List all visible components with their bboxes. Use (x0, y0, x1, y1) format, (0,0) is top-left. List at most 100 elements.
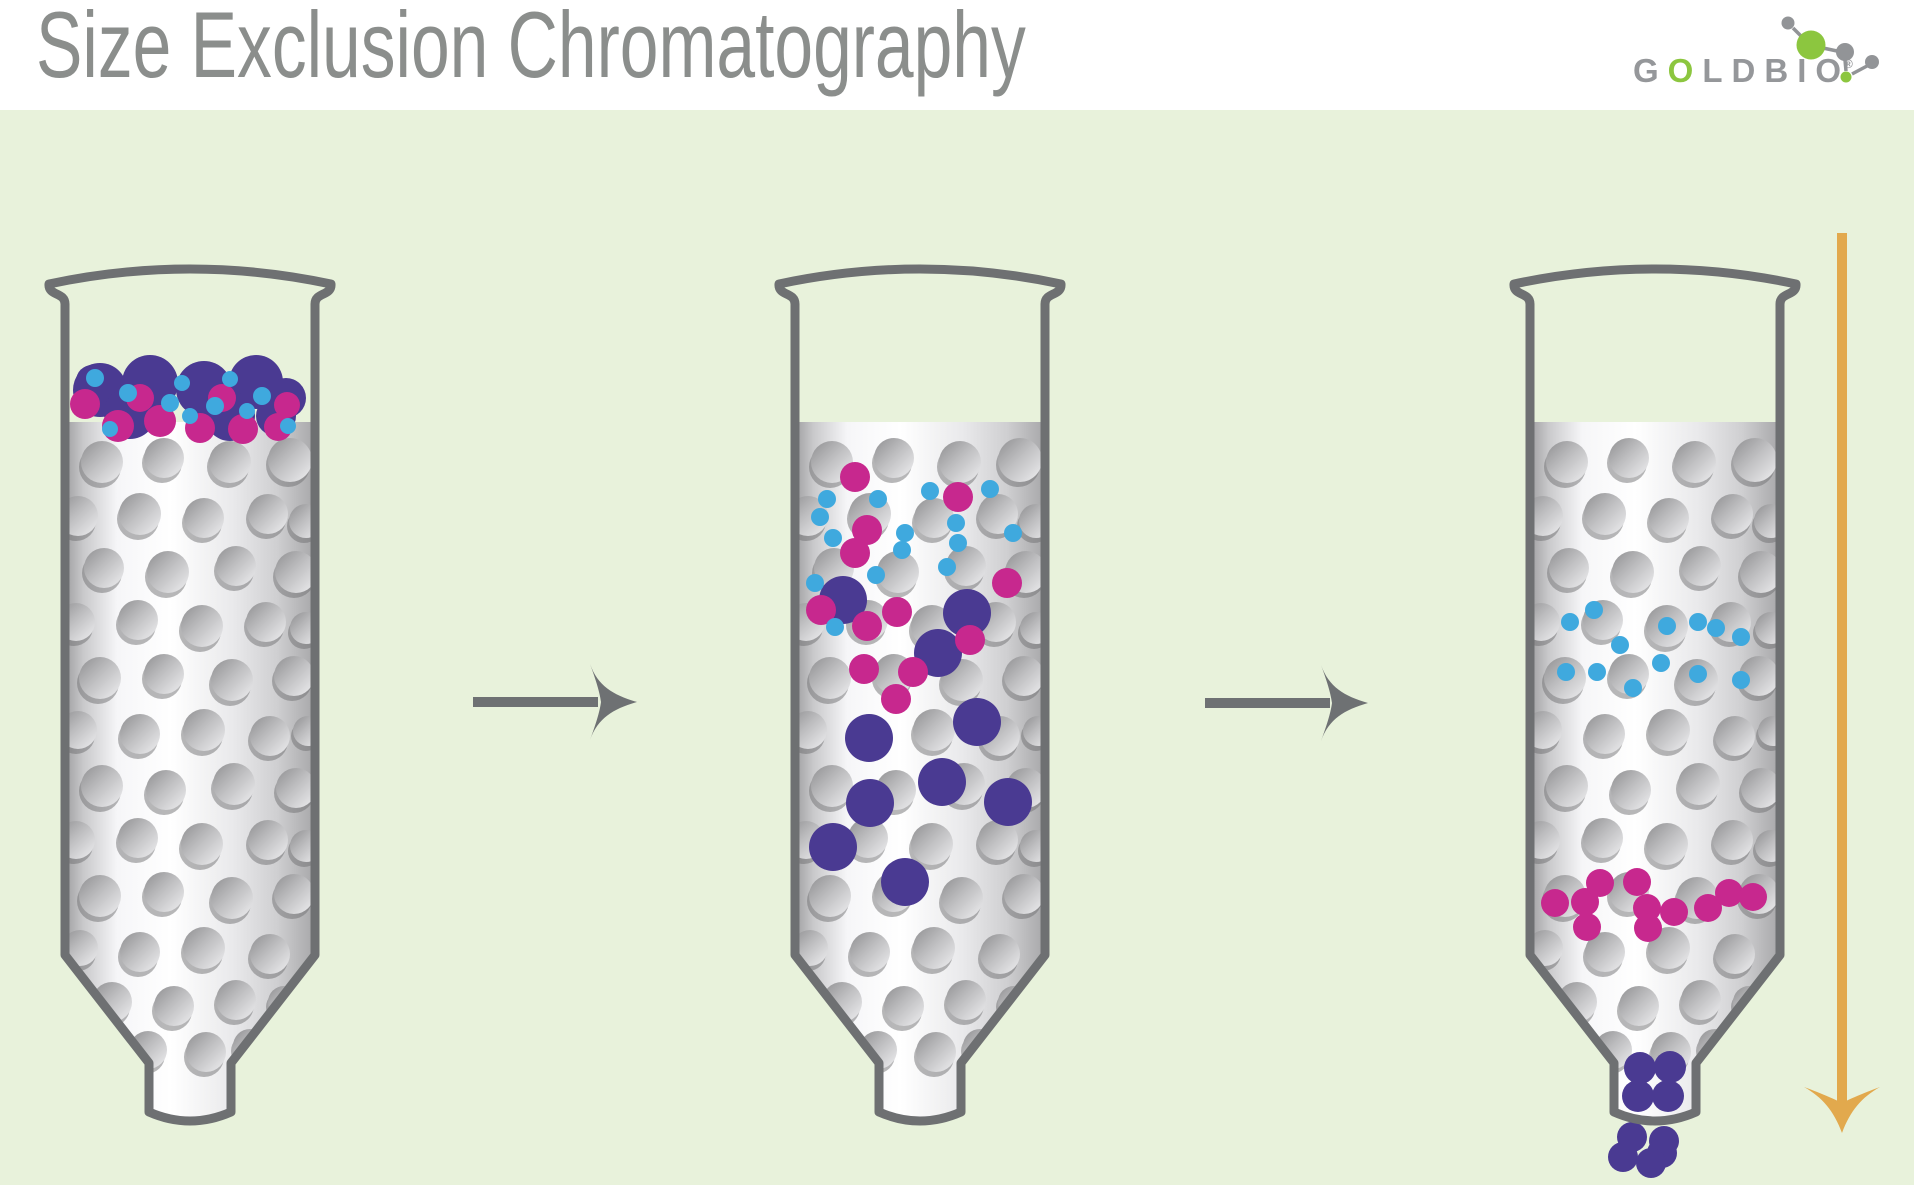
brand-letter: B (1764, 52, 1798, 89)
large-molecule (1622, 1080, 1654, 1112)
stage-2-separation-begins (774, 264, 1066, 1126)
porous-bead (216, 980, 256, 1020)
large-molecule (1608, 1142, 1638, 1172)
porous-bead (1648, 927, 1690, 969)
medium-molecule (1586, 869, 1614, 897)
porous-bead (181, 823, 223, 865)
porous-bead (211, 659, 253, 701)
porous-bead (183, 927, 225, 969)
brand-letter: I (1797, 52, 1816, 89)
column-tube-outline (1509, 264, 1801, 1126)
medium-molecule (898, 657, 928, 687)
porous-bead (211, 877, 253, 919)
medium-molecule (840, 462, 870, 492)
medium-molecule (228, 414, 258, 444)
porous-bead (1619, 986, 1659, 1026)
large-molecule (1652, 1080, 1684, 1112)
porous-beads-layer (1534, 438, 1776, 1077)
porous-bead (914, 498, 954, 538)
porous-bead (293, 716, 311, 746)
porous-bead (79, 657, 121, 699)
porous-bead (81, 765, 123, 807)
small-molecule (947, 514, 965, 532)
medium-molecule (1541, 889, 1569, 917)
small-molecule (1561, 613, 1579, 631)
medium-molecule (1633, 894, 1661, 922)
medium-molecule (1634, 914, 1662, 942)
small-molecule (1585, 601, 1603, 619)
small-molecule (174, 375, 190, 391)
porous-bead (980, 934, 1020, 974)
porous-bead (118, 600, 158, 640)
porous-bead (848, 818, 888, 858)
small-molecule (826, 618, 844, 636)
small-molecule (867, 566, 885, 584)
medium-molecule (806, 595, 836, 625)
medium-molecule (274, 392, 300, 418)
porous-bead (884, 986, 924, 1026)
porous-bead (276, 768, 311, 808)
large-molecule (918, 758, 966, 806)
porous-bead (1715, 934, 1755, 974)
porous-bead (1611, 770, 1651, 810)
porous-bead (1019, 504, 1041, 538)
porous-bead (1713, 820, 1753, 860)
molecules-in-column (806, 462, 1032, 906)
small-molecule (949, 534, 967, 552)
porous-bead (216, 546, 256, 586)
medium-molecule (849, 654, 879, 684)
porous-bead (1585, 932, 1625, 972)
medium-molecule (144, 405, 176, 437)
porous-bead (1020, 612, 1041, 644)
small-molecule (1557, 663, 1575, 681)
medium-molecule (881, 684, 911, 714)
porous-bead (799, 496, 828, 536)
small-molecule (1732, 628, 1750, 646)
medium-molecule (1715, 879, 1743, 907)
porous-bead (1741, 768, 1776, 808)
brand-letter: L (1702, 52, 1732, 89)
medium-molecule (943, 482, 973, 512)
porous-bead (1549, 548, 1589, 588)
porous-bead (1758, 716, 1776, 746)
porous-bead (1583, 818, 1623, 858)
porous-bead (209, 441, 251, 483)
porous-bead (1678, 763, 1720, 805)
large-molecule (845, 714, 893, 762)
porous-bead (1715, 716, 1755, 756)
porous-beads-layer (69, 438, 311, 1077)
medium-molecule (1694, 894, 1722, 922)
porous-bead (1534, 496, 1563, 536)
small-molecule (1624, 679, 1642, 697)
medium-molecule (955, 625, 985, 655)
small-molecule (280, 418, 296, 434)
large-molecule (881, 858, 929, 906)
flow-direction-arrow-down (1804, 233, 1880, 1133)
large-molecule (984, 778, 1032, 826)
arrow-head (590, 664, 637, 740)
porous-bead (289, 504, 311, 538)
molecules-free (1608, 1122, 1679, 1178)
small-molecule (921, 482, 939, 500)
porous-bead (81, 441, 123, 483)
porous-bead (248, 820, 288, 860)
porous-bead (250, 934, 290, 974)
porous-bead (290, 830, 311, 862)
medium-molecule (992, 568, 1022, 598)
porous-bead (183, 709, 225, 751)
porous-bead (84, 548, 124, 588)
small-molecule (119, 384, 137, 402)
porous-bead (213, 763, 255, 805)
medium-molecule (1571, 888, 1599, 916)
medium-molecule (1739, 883, 1767, 911)
porous-bead (811, 765, 853, 807)
stage-1-sample-loaded (44, 264, 336, 1126)
molecule-atom-gray-mid (1836, 43, 1854, 61)
brand-letter: O (1667, 52, 1703, 89)
porous-bead (911, 823, 953, 865)
porous-bead (1733, 438, 1776, 482)
small-molecule (893, 541, 911, 559)
porous-bead (1739, 656, 1776, 696)
porous-bead (978, 494, 1018, 534)
